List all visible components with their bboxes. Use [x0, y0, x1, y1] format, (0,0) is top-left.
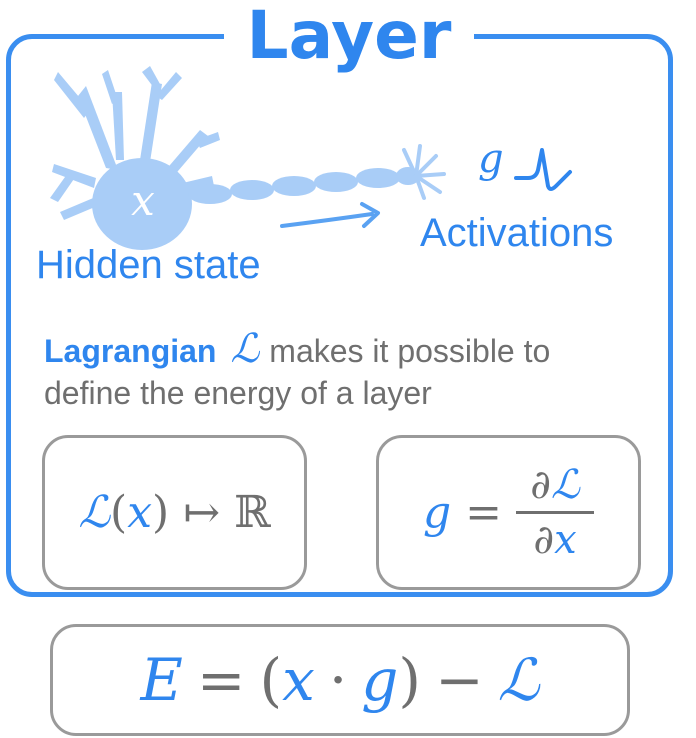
energy-x: x — [282, 646, 315, 714]
energy-eq: = — [196, 646, 246, 714]
grad-den-sym: x — [554, 517, 577, 563]
energy-formula: E=(x·g)−ℒ — [50, 624, 630, 736]
grad-num-sym: ℒ — [550, 462, 580, 508]
energy-g: g — [361, 646, 399, 714]
map-lhs: ℒ — [78, 487, 111, 538]
grad-eq: = — [465, 487, 503, 538]
map-target: ℝ — [234, 487, 271, 538]
axon-terminal-icon — [402, 144, 446, 200]
grad-num-d: ∂ — [530, 462, 551, 508]
grad-fraction: ∂ℒ ∂x — [516, 462, 595, 563]
fraction-bar — [516, 511, 595, 514]
grad-lhs: g — [422, 487, 452, 538]
map-arg: x — [127, 487, 153, 538]
activation-symbol: g — [478, 136, 504, 182]
energy-minus: − — [435, 646, 484, 714]
neuron-icon — [50, 66, 420, 250]
map-arrow: ↦ — [183, 487, 221, 538]
state-symbol: x — [131, 176, 155, 225]
description-line1: makes it possible to — [269, 333, 551, 369]
neuron-illustration — [50, 66, 572, 250]
lagrangian-symbol: ℒ — [230, 326, 260, 372]
energy-E: E — [140, 646, 183, 714]
arrow-icon — [280, 202, 380, 228]
spike-icon — [514, 148, 572, 191]
description-line2: define the energy of a layer — [44, 375, 432, 411]
hidden-state-label: Hidden state — [36, 243, 261, 287]
energy-L: ℒ — [497, 646, 540, 714]
layer-title: Layer — [224, 0, 474, 72]
gradient-formula: g= ∂ℒ ∂x — [376, 435, 641, 590]
activations-label: Activations — [420, 211, 614, 255]
lagrangian-map-formula: ℒ(x)↦ℝ — [42, 435, 307, 590]
lagrangian-term: Lagrangian — [44, 333, 217, 369]
grad-den-d: ∂ — [533, 517, 555, 563]
energy-dot: · — [328, 646, 348, 714]
